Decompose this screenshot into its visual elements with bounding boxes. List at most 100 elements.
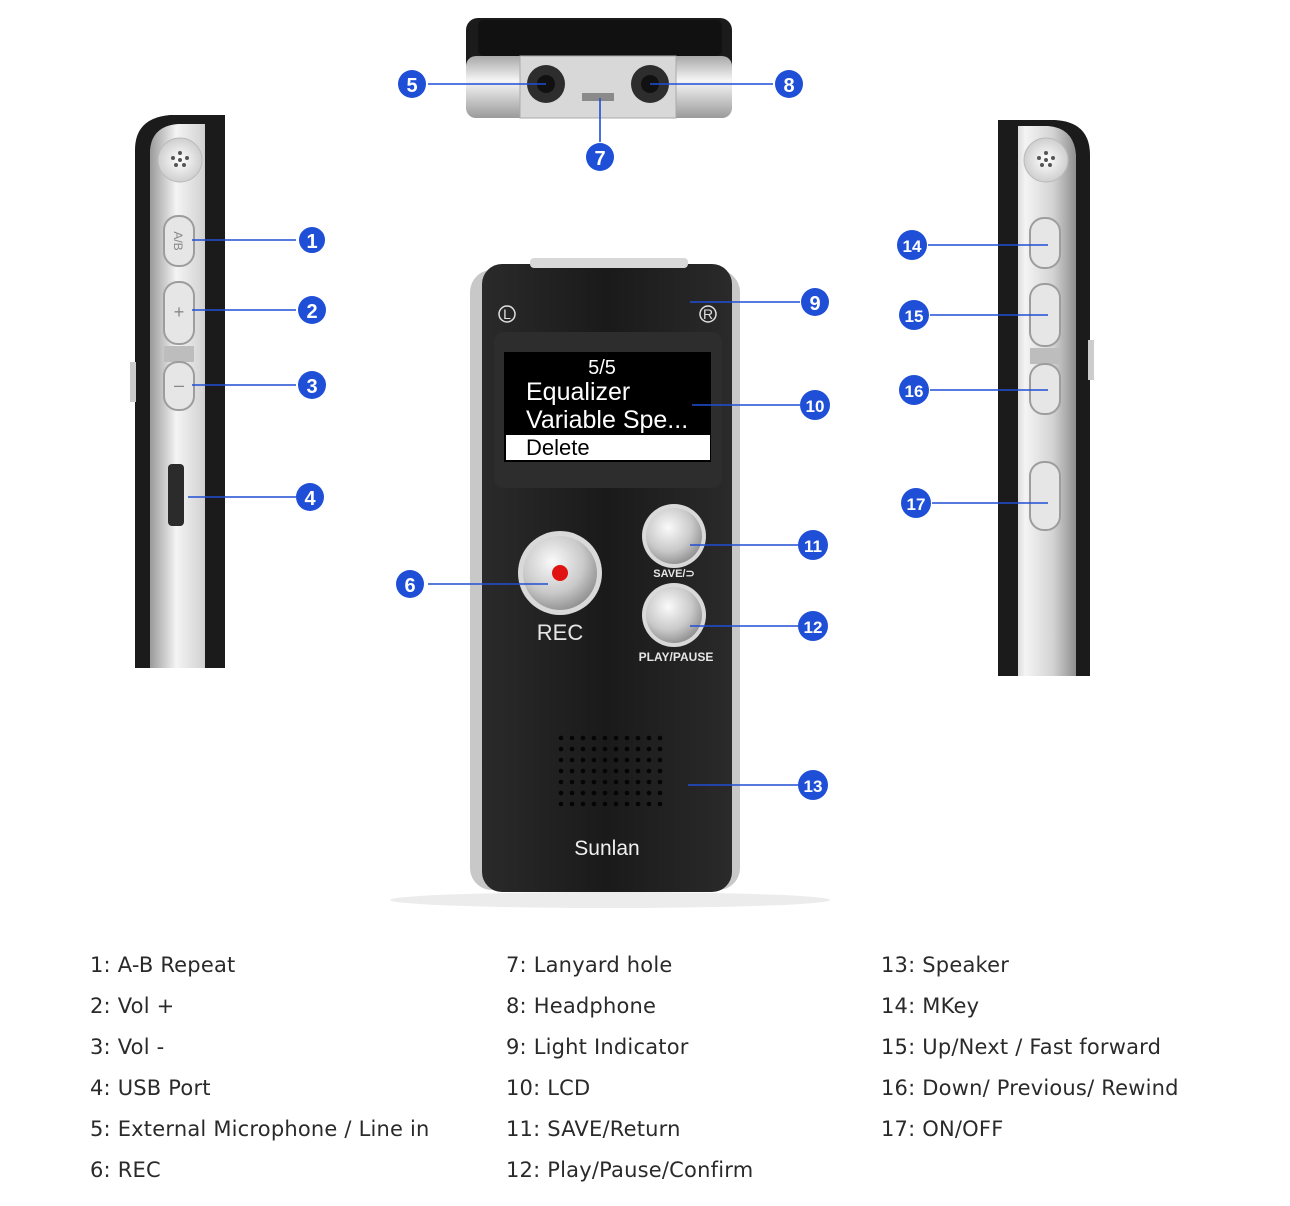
speaker-grille xyxy=(558,735,663,807)
callout-7-label: 7 xyxy=(594,148,605,170)
speaker-hole xyxy=(624,746,630,752)
speaker-hole xyxy=(657,801,663,807)
top-ridge xyxy=(530,258,688,268)
save-button[interactable] xyxy=(642,504,706,568)
callout-8: 8 xyxy=(775,70,803,98)
speaker-hole xyxy=(558,801,564,807)
play-pause-button[interactable] xyxy=(642,583,706,647)
callout-7: 7 xyxy=(586,143,614,171)
speaker-hole xyxy=(569,757,575,763)
rec-dot-icon xyxy=(552,565,568,581)
speaker-hole xyxy=(657,768,663,774)
rec-button[interactable] xyxy=(518,531,602,615)
speaker-hole xyxy=(591,768,597,774)
speaker-hole xyxy=(602,757,608,763)
callout-14-label: 14 xyxy=(903,237,922,256)
speaker-hole xyxy=(635,757,641,763)
legend-item-5: 5: External Microphone / Line in xyxy=(90,1117,430,1141)
speaker-hole xyxy=(591,757,597,763)
previous-button[interactable] xyxy=(1029,363,1061,415)
speaker-hole xyxy=(613,779,619,785)
callout-17-label: 17 xyxy=(907,495,926,514)
speaker-hole xyxy=(591,790,597,796)
left-side-view: A/B + – xyxy=(130,115,225,668)
legend-item-16: 16: Down/ Previous/ Rewind xyxy=(881,1076,1179,1100)
callout-3: 3 xyxy=(298,371,326,399)
device-shadow xyxy=(390,892,830,908)
speaker-hole xyxy=(613,768,619,774)
speaker-hole xyxy=(635,779,641,785)
callout-badges: 1 2 3 4 5 6 7 8 9 10 11 12 13 14 15 16 1… xyxy=(296,70,931,800)
callout-12: 12 xyxy=(798,611,828,641)
speaker-hole xyxy=(580,735,586,741)
speaker-hole xyxy=(558,790,564,796)
callout-14: 14 xyxy=(897,230,927,260)
legend-item-17: 17: ON/OFF xyxy=(881,1117,1004,1141)
speaker-hole xyxy=(635,801,641,807)
left-marker: L xyxy=(503,306,511,322)
speaker-hole xyxy=(558,735,564,741)
speaker-hole xyxy=(613,757,619,763)
right-marker: R xyxy=(703,306,713,322)
speaker-hole xyxy=(569,790,575,796)
speaker-hole xyxy=(624,735,630,741)
speaker-hole xyxy=(657,735,663,741)
lcd-line-variable-speed: Variable Spe... xyxy=(526,406,688,434)
speaker-hole xyxy=(624,801,630,807)
speaker-hole xyxy=(602,801,608,807)
speaker-hole xyxy=(613,790,619,796)
speaker-hole xyxy=(635,746,641,752)
speaker-hole xyxy=(569,746,575,752)
speaker-hole xyxy=(591,779,597,785)
callout-10: 10 xyxy=(800,390,830,420)
legend-column-1: 1: A-B Repeat 2: Vol + 3: Vol - 4: USB P… xyxy=(90,945,430,1191)
legend-item-14: 14: MKey xyxy=(881,994,980,1018)
volume-down-button[interactable]: – xyxy=(163,361,195,411)
right-side-view xyxy=(998,120,1094,676)
callout-2: 2 xyxy=(298,296,326,324)
callout-lines xyxy=(188,83,1048,786)
callout-12-label: 12 xyxy=(804,618,823,637)
speaker-hole xyxy=(646,779,652,785)
speaker-hole xyxy=(624,757,630,763)
speaker-hole xyxy=(657,790,663,796)
speaker-hole xyxy=(569,779,575,785)
speaker-hole xyxy=(613,735,619,741)
speaker-hole xyxy=(558,757,564,763)
legend-item-13: 13: Speaker xyxy=(881,953,1010,977)
mkey-button[interactable] xyxy=(1029,217,1061,269)
power-switch[interactable] xyxy=(1029,461,1061,531)
lanyard-hole xyxy=(582,93,614,101)
side-clip xyxy=(1088,340,1094,380)
speaker-hole xyxy=(624,768,630,774)
legend-item-4: 4: USB Port xyxy=(90,1076,211,1100)
speaker-hole xyxy=(569,801,575,807)
microphone-icon xyxy=(1023,137,1069,183)
speaker-hole xyxy=(569,735,575,741)
ab-repeat-button[interactable]: A/B xyxy=(163,215,195,267)
callout-9-label: 9 xyxy=(809,293,820,315)
speaker-hole xyxy=(558,768,564,774)
rec-label: REC xyxy=(537,620,584,645)
speaker-hole xyxy=(558,779,564,785)
callout-15-label: 15 xyxy=(905,307,924,326)
legend-item-12: 12: Play/Pause/Confirm xyxy=(506,1158,754,1182)
callout-1-label: 1 xyxy=(306,231,317,253)
speaker-hole xyxy=(602,746,608,752)
speaker-hole xyxy=(602,779,608,785)
callout-13-label: 13 xyxy=(804,777,823,796)
left-marker-ring xyxy=(498,305,516,323)
callout-1: 1 xyxy=(297,225,327,255)
lcd-line-equalizer: Equalizer xyxy=(526,378,630,406)
speaker-hole xyxy=(646,790,652,796)
callout-6-label: 6 xyxy=(404,575,415,597)
speaker-hole xyxy=(624,790,630,796)
ab-button-text: A/B xyxy=(171,231,185,250)
volume-up-button[interactable]: + xyxy=(163,281,195,345)
legend-column-2: 7: Lanyard hole 8: Headphone 9: Light In… xyxy=(506,945,753,1191)
callout-8-label: 8 xyxy=(783,75,794,97)
speaker-hole xyxy=(569,768,575,774)
speaker-hole xyxy=(591,746,597,752)
callout-6: 6 xyxy=(396,570,424,598)
callout-10-label: 10 xyxy=(806,397,825,416)
